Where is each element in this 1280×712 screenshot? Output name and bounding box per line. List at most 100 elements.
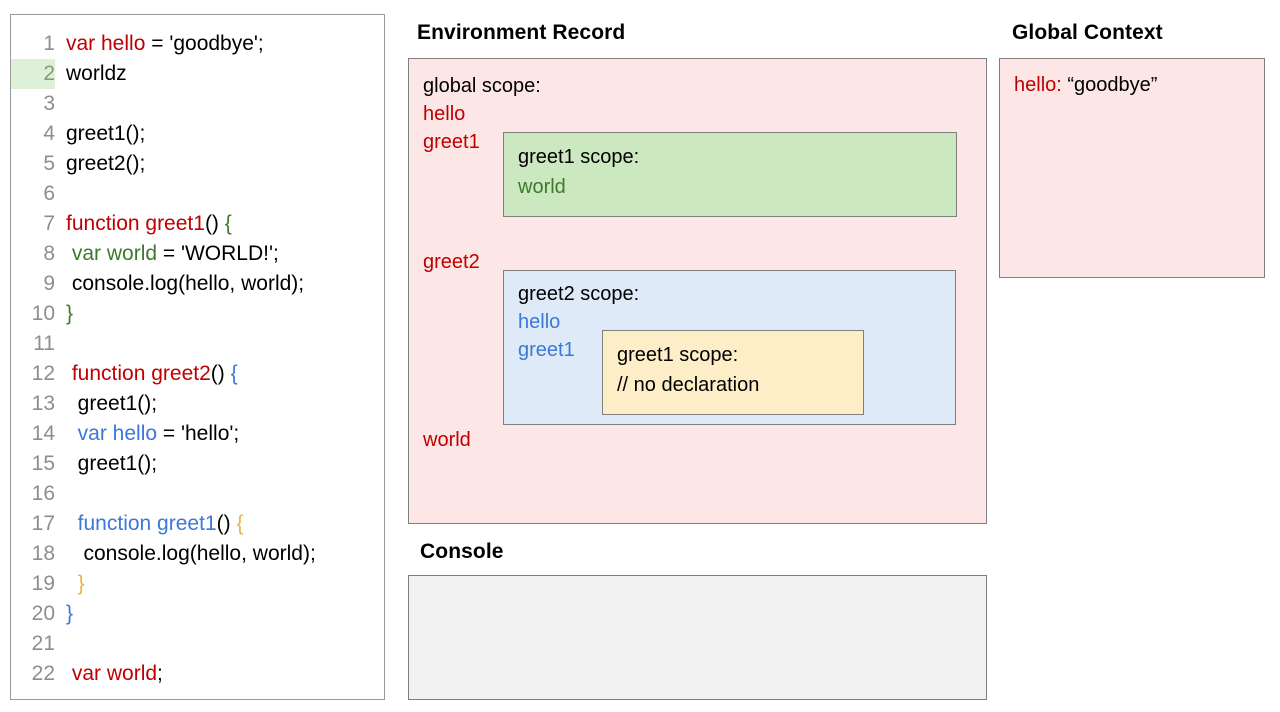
code-line[interactable]: 17 function greet1() {	[11, 509, 384, 539]
code-token: {	[224, 212, 232, 235]
code-line[interactable]: 8 var world = 'WORLD!';	[11, 239, 384, 269]
code-token: function greet2	[71, 362, 211, 385]
code-line[interactable]: 15 greet1();	[11, 449, 384, 479]
code-line-number: 6	[43, 182, 55, 205]
global-scope-label: global scope:	[423, 75, 541, 97]
code-line-number: 10	[31, 302, 55, 325]
code-line-text: greet1();	[55, 389, 157, 419]
code-line-number: 7	[43, 212, 55, 235]
code-line-text: }	[55, 569, 85, 599]
code-token: }	[66, 602, 74, 625]
code-line-number: 1	[43, 32, 55, 55]
code-line-text: console.log(hello, world);	[55, 269, 304, 299]
code-token: ()	[204, 212, 225, 235]
code-line[interactable]: 16	[11, 479, 384, 509]
code-line[interactable]: 19 }	[11, 569, 384, 599]
code-token: function greet1	[77, 512, 217, 535]
code-token: ;	[157, 662, 163, 685]
code-line[interactable]: 13 greet1();	[11, 389, 384, 419]
code-line-number: 5	[43, 152, 55, 175]
code-token: {	[236, 512, 244, 535]
code-line-number: 2	[11, 59, 55, 89]
code-line[interactable]: 11	[11, 329, 384, 359]
code-line-number: 9	[43, 272, 55, 295]
code-line-text: var hello = 'goodbye';	[55, 29, 264, 59]
environment-record-panel: global scope: hello greet1 greet2 world …	[408, 58, 987, 524]
code-token: = 'goodbye';	[145, 32, 264, 55]
greet2-binding-hello: hello	[518, 311, 561, 333]
code-line[interactable]: 9 console.log(hello, world);	[11, 269, 384, 299]
greet2-scope-box: greet2 scope: hello greet1 greet1 scope:…	[503, 270, 956, 425]
code-line-text: worldz	[55, 59, 127, 89]
code-line-number: 13	[31, 392, 55, 415]
code-line-text: function greet1() {	[55, 209, 232, 239]
code-line-text: greet1();	[55, 449, 157, 479]
code-line-number: 16	[31, 482, 55, 505]
code-token: ()	[216, 512, 237, 535]
global-context-panel: hello: “goodbye”	[999, 58, 1265, 278]
code-line[interactable]: 5 greet2();	[11, 149, 384, 179]
code-line-text: }	[55, 299, 73, 329]
environment-record-title: Environment Record	[417, 21, 626, 44]
code-line[interactable]: 14 var hello = 'hello';	[11, 419, 384, 449]
code-line-text: var world = 'WORLD!';	[55, 239, 279, 269]
code-line[interactable]: 3	[11, 89, 384, 119]
code-line-number: 22	[31, 662, 55, 685]
code-token: greet1();	[66, 122, 146, 145]
code-token: greet1();	[66, 392, 158, 415]
code-token: = 'WORLD!';	[157, 242, 279, 265]
console-output-panel[interactable]	[408, 575, 987, 700]
code-line-text: function greet1() {	[55, 509, 244, 539]
code-line-number: 3	[43, 92, 55, 115]
code-token: var hello	[66, 32, 146, 55]
global-binding-greet2: greet2	[423, 251, 480, 273]
code-token: var world	[71, 662, 158, 685]
greet1-inner-scope-note: // no declaration	[617, 374, 760, 396]
code-line-text: var hello = 'hello';	[55, 419, 240, 449]
global-binding-world: world	[423, 429, 471, 451]
code-line-number: 14	[31, 422, 55, 445]
code-line[interactable]: 21	[11, 629, 384, 659]
code-line[interactable]: 12 function greet2() {	[11, 359, 384, 389]
code-token: worldz	[66, 62, 127, 85]
code-line[interactable]: 6	[11, 179, 384, 209]
global-context-title: Global Context	[1012, 21, 1163, 44]
greet2-binding-greet1: greet1	[518, 339, 575, 361]
global-binding-hello: hello	[423, 103, 466, 125]
greet1-inner-scope-title: greet1 scope:	[617, 344, 739, 366]
code-token	[66, 422, 78, 445]
code-line-number: 15	[31, 452, 55, 475]
code-token: console.log(hello, world);	[66, 272, 305, 295]
code-token: var hello	[77, 422, 158, 445]
code-token: console.log(hello, world);	[66, 542, 316, 565]
code-line-number: 19	[31, 572, 55, 595]
code-line-text: var world;	[55, 659, 163, 689]
greet1-scope-box: greet1 scope: world	[503, 132, 957, 217]
code-token: }	[77, 572, 85, 595]
global-binding-greet1: greet1	[423, 131, 480, 153]
code-token: greet1();	[66, 452, 158, 475]
global-context-entry: hello: “goodbye”	[1014, 74, 1157, 97]
code-line[interactable]: 22 var world;	[11, 659, 384, 689]
code-line-number: 12	[31, 362, 55, 385]
code-token: var world	[71, 242, 158, 265]
code-line-number: 21	[31, 632, 55, 655]
greet1-inner-scope-box: greet1 scope: // no declaration	[602, 330, 864, 415]
code-token: greet2();	[66, 152, 146, 175]
code-line-text: function greet2() {	[55, 359, 238, 389]
code-line-text: }	[55, 599, 73, 629]
code-line[interactable]: 20}	[11, 599, 384, 629]
code-line[interactable]: 10}	[11, 299, 384, 329]
code-line-text: greet2();	[55, 149, 145, 179]
code-line-number: 17	[31, 512, 55, 535]
code-token: function greet1	[66, 212, 205, 235]
code-line[interactable]: 2 worldz	[11, 59, 384, 89]
greet1-scope-title: greet1 scope:	[518, 146, 640, 168]
code-token: = 'hello';	[157, 422, 240, 445]
code-line[interactable]: 18 console.log(hello, world);	[11, 539, 384, 569]
